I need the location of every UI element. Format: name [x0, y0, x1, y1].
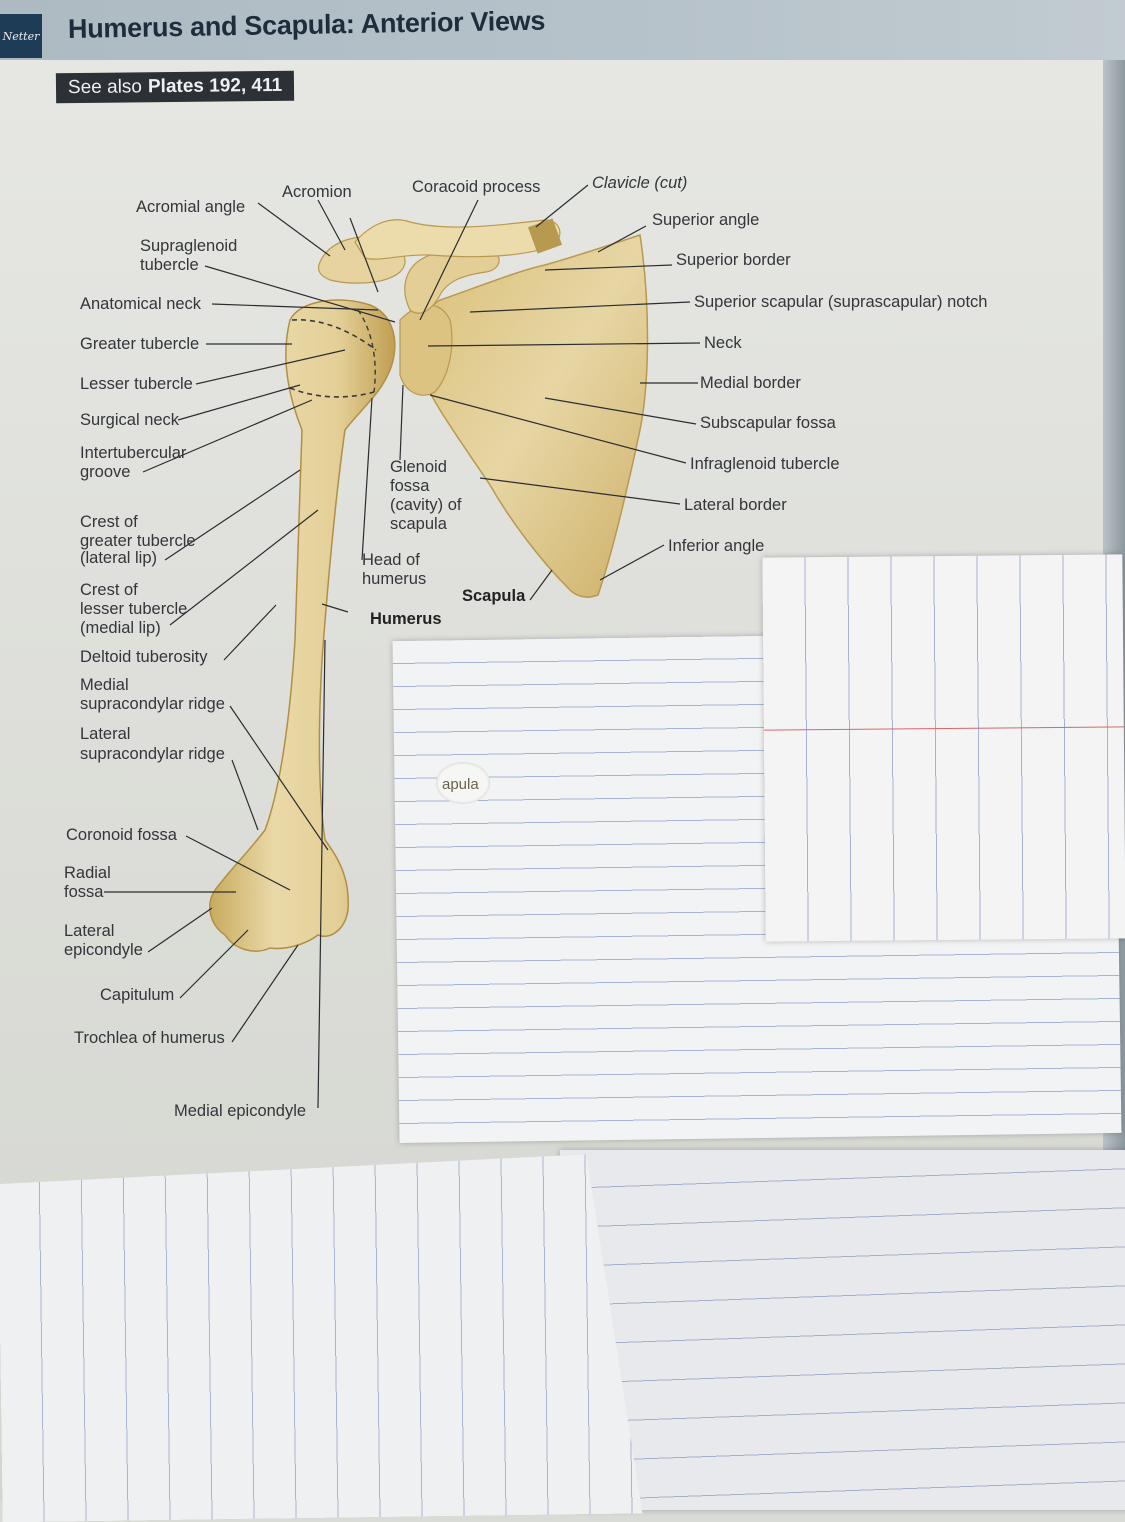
label-subscapular-fossa: Subscapular fossa	[700, 414, 836, 432]
label-anatomical-neck: Anatomical neck	[80, 295, 202, 313]
label-lateral-supracondylar-line2: supracondylar ridge	[80, 745, 225, 763]
label-suprascapular-notch: Superior scapular (suprascapular) notch	[694, 293, 988, 311]
label-crest-lesser-line2: lesser tubercle	[80, 600, 188, 618]
label-medial-border: Medial border	[700, 374, 801, 392]
label-intertubercular-line1: Intertubercular	[80, 444, 187, 462]
label-greater-tubercle: Greater tubercle	[80, 335, 200, 353]
label-coracoid-process: Coracoid process	[412, 178, 541, 196]
label-capitulum: Capitulum	[100, 986, 175, 1004]
label-trochlea-of-humerus: Trochlea of humerus	[74, 1029, 225, 1047]
label-crest-greater-line3: (lateral lip)	[80, 549, 158, 567]
label-radial-fossa-line2: fossa	[64, 883, 104, 901]
label-medial-supracondylar-line1: Medial	[80, 676, 129, 694]
label-superior-border: Superior border	[676, 251, 791, 269]
label-deltoid-tuberosity: Deltoid tuberosity	[80, 648, 208, 666]
humerus-bone	[209, 299, 396, 952]
scapula-bone	[414, 234, 649, 598]
label-inferior-angle: Inferior angle	[668, 537, 765, 555]
label-scapula: Scapula	[462, 587, 526, 605]
label-supraglenoid-line1: Supraglenoid	[140, 237, 238, 255]
netter-logo: Netter	[0, 14, 42, 58]
label-medial-epicondyle: Medial epicondyle	[174, 1102, 307, 1120]
paper-margin-red-line	[763, 726, 1124, 731]
label-acromion: Acromion	[282, 183, 352, 201]
label-glenoid-line3: (cavity) of	[390, 496, 462, 514]
label-glenoid-line4: scapula	[390, 515, 447, 533]
label-intertubercular-line2: groove	[80, 463, 131, 481]
label-lateral-epicondyle-line1: Lateral	[64, 922, 115, 940]
coracoid-process-bone	[404, 246, 500, 314]
punched-hole	[436, 762, 490, 804]
label-crest-greater-line2: greater tubercle	[80, 532, 196, 550]
clavicle-bone	[354, 219, 561, 260]
label-clavicle-cut: Clavicle (cut)	[592, 174, 688, 192]
label-humerus: Humerus	[370, 610, 442, 628]
lined-paper-bottom-right	[560, 1150, 1125, 1510]
label-infraglenoid-tubercle: Infraglenoid tubercle	[690, 455, 840, 473]
humeral-head-dashed	[357, 309, 376, 393]
label-glenoid-line1: Glenoid	[390, 458, 447, 476]
label-crest-lesser-line3: (medial lip)	[80, 619, 161, 637]
lined-paper-bottom-left	[0, 1154, 642, 1522]
label-glenoid-line2: fossa	[390, 477, 430, 495]
label-lateral-epicondyle-line2: epicondyle	[64, 941, 143, 959]
label-lateral-border: Lateral border	[684, 496, 787, 514]
label-supraglenoid-line2: tubercle	[140, 256, 199, 274]
label-coronoid-fossa: Coronoid fossa	[66, 826, 177, 844]
label-head-humerus-line1: Head of	[362, 551, 420, 569]
label-lesser-tubercle: Lesser tubercle	[80, 375, 193, 393]
hole-text-fragment: apula	[442, 776, 479, 793]
anatomical-neck-dashed	[291, 319, 377, 351]
lined-paper-right	[762, 554, 1125, 942]
label-crest-lesser-line1: Crest of	[80, 581, 138, 599]
label-neck: Neck	[704, 334, 742, 352]
leader-lines	[104, 184, 701, 1109]
label-radial-fossa-line1: Radial	[64, 864, 111, 882]
surgical-neck-dashed	[289, 387, 375, 398]
label-surgical-neck: Surgical neck	[80, 411, 180, 429]
label-crest-greater-line1: Crest of	[80, 513, 138, 531]
label-lateral-supracondylar-line1: Lateral	[80, 725, 131, 743]
header-band	[0, 0, 1125, 60]
label-head-humerus-line2: humerus	[362, 570, 427, 588]
label-acromial-angle: Acromial angle	[136, 198, 246, 216]
label-superior-angle: Superior angle	[652, 211, 760, 229]
label-medial-supracondylar-line2: supracondylar ridge	[80, 695, 225, 713]
